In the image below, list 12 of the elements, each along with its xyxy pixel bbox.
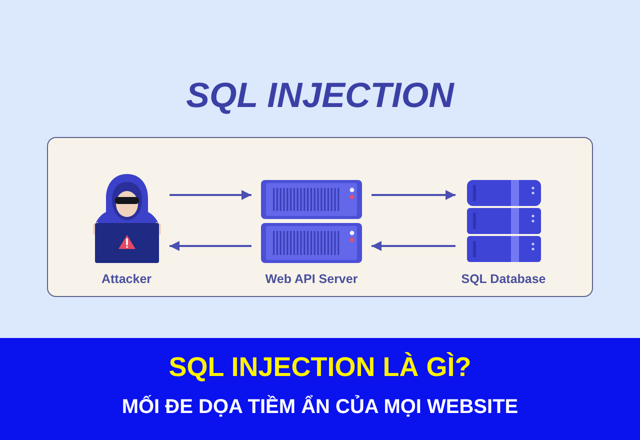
node-label: Web API Server (264, 272, 359, 286)
diagram-title: SQL INJECTION (185, 75, 456, 117)
node-label: SQL Database (460, 272, 547, 286)
banner-heading: SQL INJECTION LÀ GÌ? (168, 351, 472, 383)
arrow (170, 190, 252, 200)
banner-subtitle: MỐI ĐE DỌA TIỀM ẨN CỦA MỌI WEBSITE (120, 395, 520, 419)
arrow (170, 241, 252, 251)
node-label: Attacker (100, 272, 153, 286)
arrow (372, 241, 456, 251)
banner (0, 338, 640, 440)
diagram-panel (47, 137, 593, 297)
arrow (372, 190, 456, 200)
